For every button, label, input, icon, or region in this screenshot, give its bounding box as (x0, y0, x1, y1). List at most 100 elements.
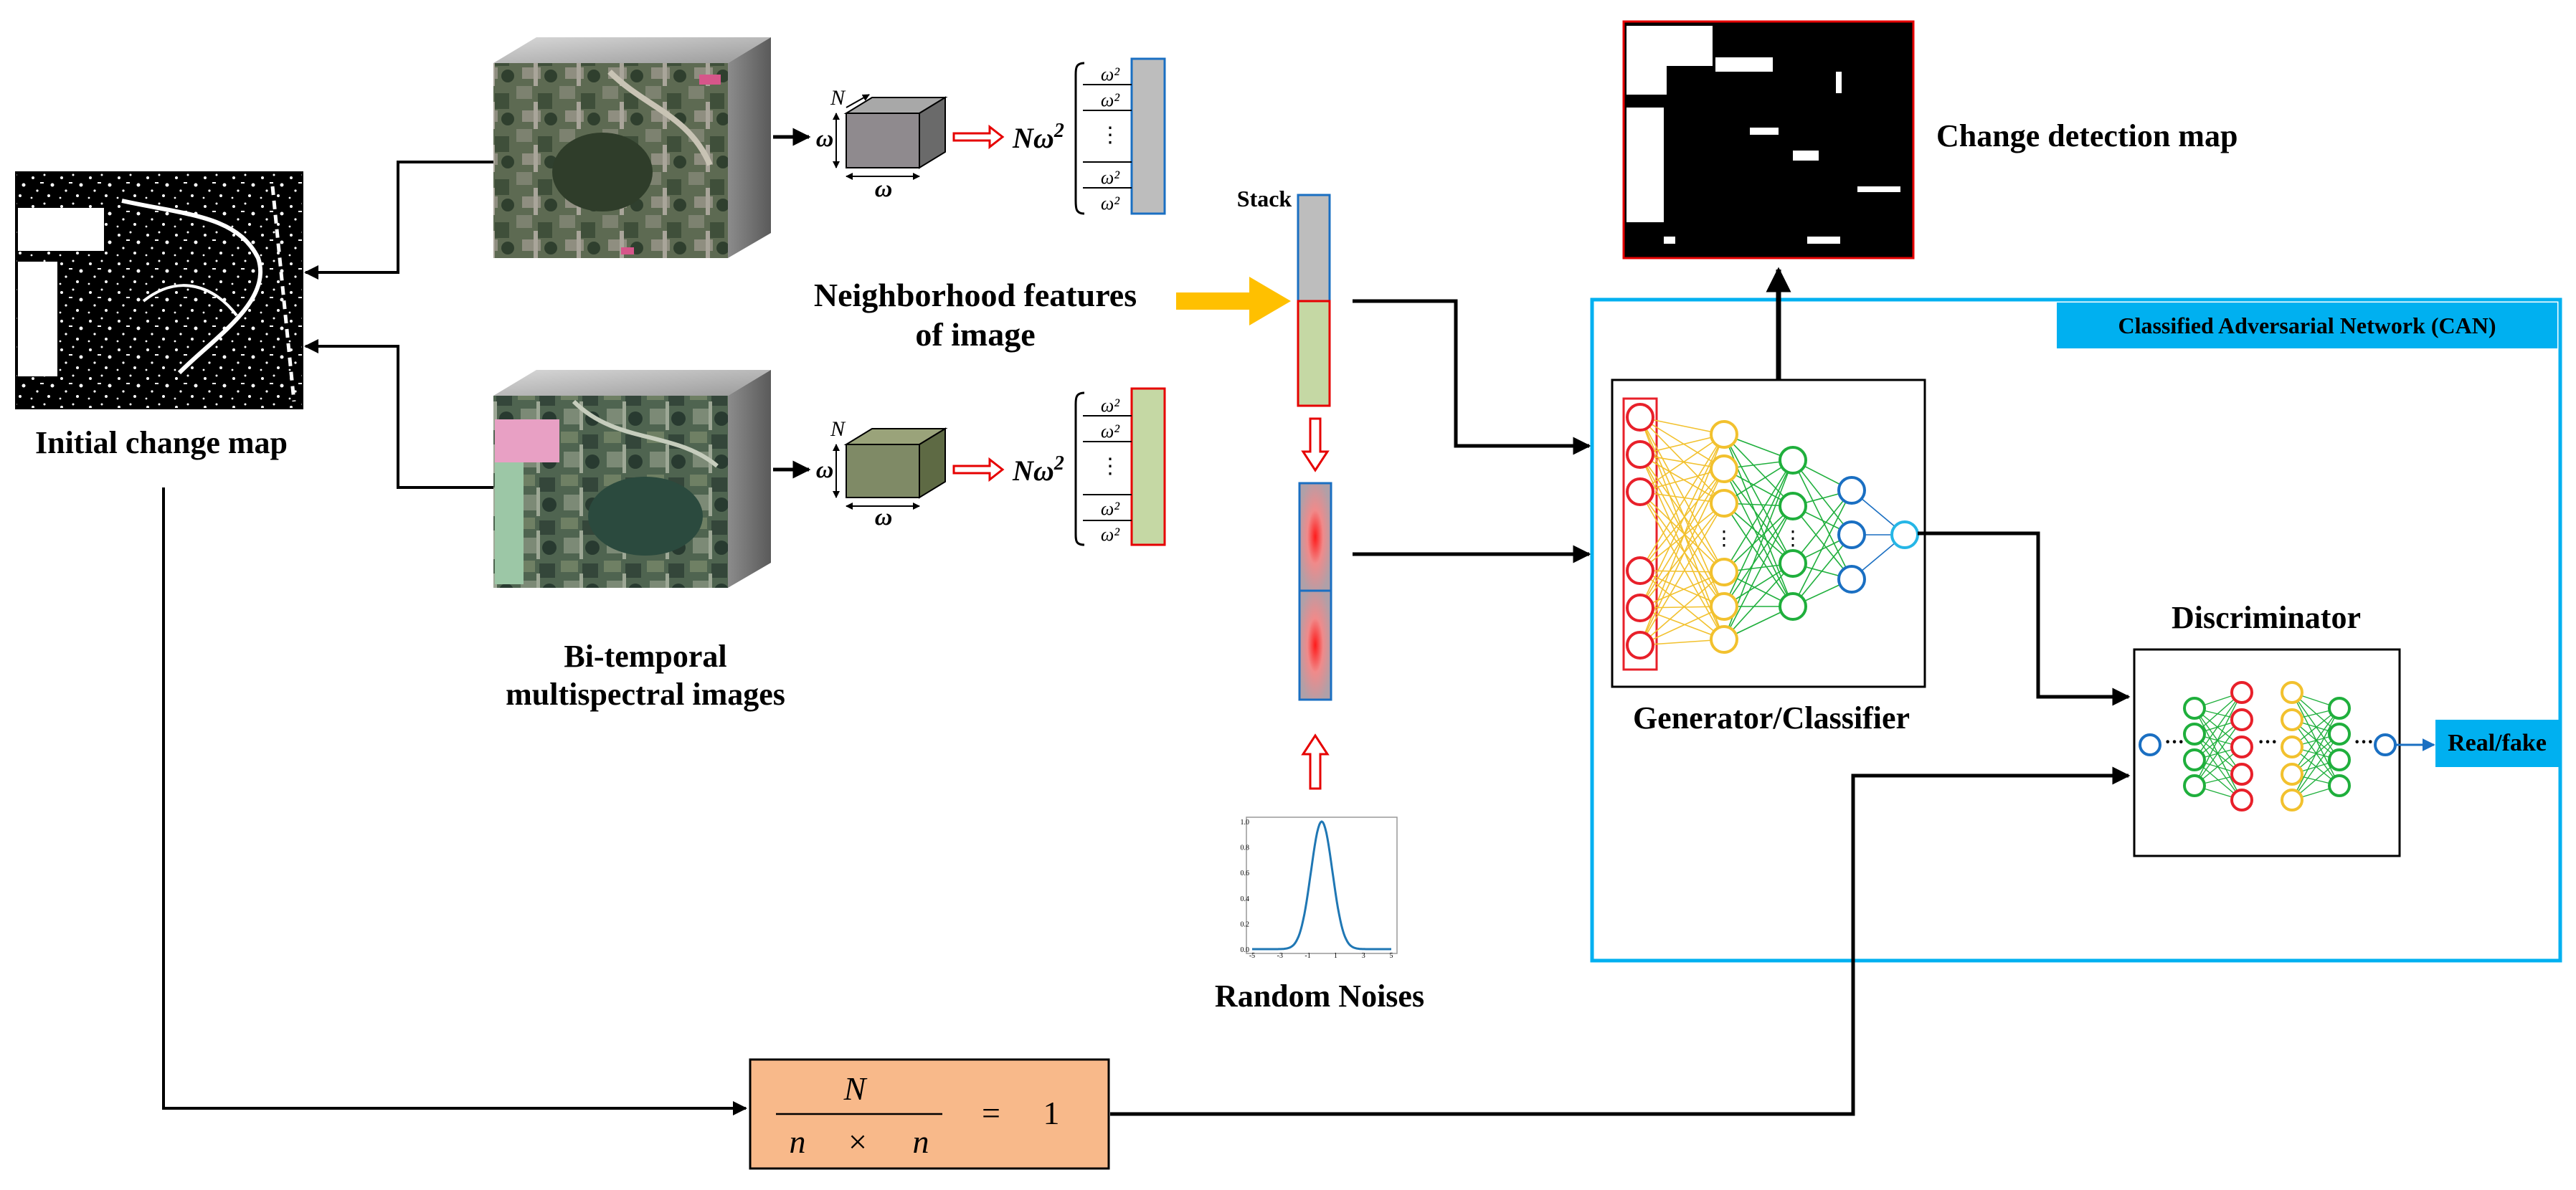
gauss-y-tick: 1.0 (1241, 819, 1250, 827)
net-neuron (1710, 558, 1738, 586)
vec2-omega2-d: ω² (1101, 524, 1120, 545)
net-connection (1639, 570, 1725, 640)
red-arrow-down (1301, 417, 1330, 472)
net-connection (1723, 434, 1794, 564)
net-connection (1723, 505, 1794, 640)
net-connection (1639, 434, 1725, 455)
patch1-n-symbol: N (830, 86, 846, 110)
net-connection (1723, 460, 1794, 573)
gauss-x-tick: 1 (1334, 952, 1337, 960)
net-neuron (1626, 594, 1654, 622)
net-connection (1639, 468, 1725, 571)
yellow-arrow (1176, 277, 1291, 325)
net-connection (2291, 708, 2340, 801)
net-connection (1639, 491, 1725, 607)
net-neuron (2328, 697, 2351, 720)
arrow-cube1-to-initial-map (304, 161, 493, 280)
net-neuron (1837, 476, 1866, 505)
gauss-x-tick: 5 (1390, 952, 1393, 960)
net-neuron (2281, 789, 2303, 811)
net-connection (2291, 692, 2340, 761)
net-neuron (2328, 774, 2351, 797)
net-connection (1792, 534, 1852, 607)
gauss-y-tick: 0.2 (1241, 920, 1250, 928)
disc-hdots: ··· (2258, 731, 2278, 753)
initial-change-map-image (15, 171, 303, 409)
net-connection (1639, 491, 1725, 573)
net-neuron (1779, 446, 1807, 475)
bi-temporal-line2: multispectral images (506, 676, 785, 712)
disc-io-neuron (2374, 733, 2397, 756)
net-connection (1639, 434, 1725, 571)
can-frame (1590, 298, 2562, 963)
net-connection (1639, 503, 1725, 609)
net-neuron (2328, 748, 2351, 771)
net-connection (1639, 571, 1725, 609)
net-connection (1792, 505, 1852, 580)
net-connection (1723, 460, 1794, 607)
stacked-feature-vector (1297, 194, 1331, 407)
vec1-omega2-b: ω² (1101, 90, 1120, 110)
patch1-omega-left: ω (816, 125, 834, 152)
net-connection (1723, 503, 1794, 607)
neighborhood-patch-1 (833, 94, 948, 180)
neighborhood-patch-2 (833, 427, 948, 510)
gauss-x-tick: -3 (1277, 952, 1283, 960)
net-neuron (2328, 723, 2351, 746)
formula-denominator-left: n (790, 1123, 806, 1160)
net-connection (2194, 708, 2243, 775)
net-connection (1723, 505, 1794, 573)
net-connection (1723, 563, 1794, 640)
patch2-omega-bottom: ω (875, 504, 893, 530)
net-connection (1639, 454, 1725, 607)
image-cube-t2 (493, 370, 771, 588)
arrow-cube2-to-initial-map (304, 339, 493, 489)
gauss-y-tick: 0.8 (1241, 844, 1250, 852)
net-connection (1723, 434, 1794, 507)
formula-result: 1 (1043, 1095, 1060, 1131)
vec2-omega2-b: ω² (1101, 421, 1120, 442)
net-dots: ⋮ (1783, 528, 1803, 550)
net-connection (2291, 719, 2340, 786)
net-neuron (2281, 708, 2303, 731)
neighborhood-line1: Neighborhood features (813, 277, 1137, 313)
net-connection (1639, 434, 1725, 609)
image-cube-t1 (493, 37, 771, 258)
can-title-tag: Classified Adversarial Network (CAN) (2057, 303, 2557, 348)
net-connection (1639, 571, 1725, 646)
net-neuron (1779, 549, 1807, 578)
gauss-y-tick: 0.6 (1241, 870, 1250, 877)
formula-equals: = (982, 1095, 1000, 1131)
stack-label: Stack (1236, 186, 1292, 211)
net-connection (1639, 416, 1725, 504)
neighborhood-line2: of image (915, 316, 1036, 353)
noise-vector (1298, 482, 1332, 701)
generator-classifier-label: Generator/Classifier (1632, 700, 1910, 736)
arrow-stack-to-generator (1353, 299, 1591, 455)
initial-change-map-label: Initial change map (34, 425, 288, 460)
gauss-y-tick: 0.4 (1241, 895, 1250, 903)
red-arrow-up (1301, 733, 1330, 790)
feature-vector-2 (1074, 387, 1166, 546)
net-connection (1639, 454, 1725, 573)
input-layer-frame (1622, 397, 1658, 671)
arrow-formula-to-discriminator (1110, 766, 2131, 1116)
discriminator-box (2133, 648, 2401, 857)
net-connection (1639, 434, 1725, 492)
vec2-omega2-c: ω² (1101, 498, 1120, 519)
net-connection (1792, 460, 1852, 536)
net-connection (1639, 606, 1725, 646)
net-neuron (1837, 565, 1866, 594)
net-connection (1639, 416, 1725, 573)
net-neuron (2230, 763, 2253, 786)
vec2-omega2-a: ω² (1101, 395, 1120, 416)
net-neuron (2183, 748, 2206, 771)
vec2-dots: ⋮ (1099, 454, 1121, 478)
bi-temporal-label: Bi-temporal multispectral images (459, 638, 832, 714)
net-neuron (1626, 403, 1654, 432)
n-omega2-label-2: Nω2 (1012, 452, 1064, 487)
net-dots: ⋮ (1714, 528, 1734, 550)
net-connection (2194, 692, 2243, 786)
